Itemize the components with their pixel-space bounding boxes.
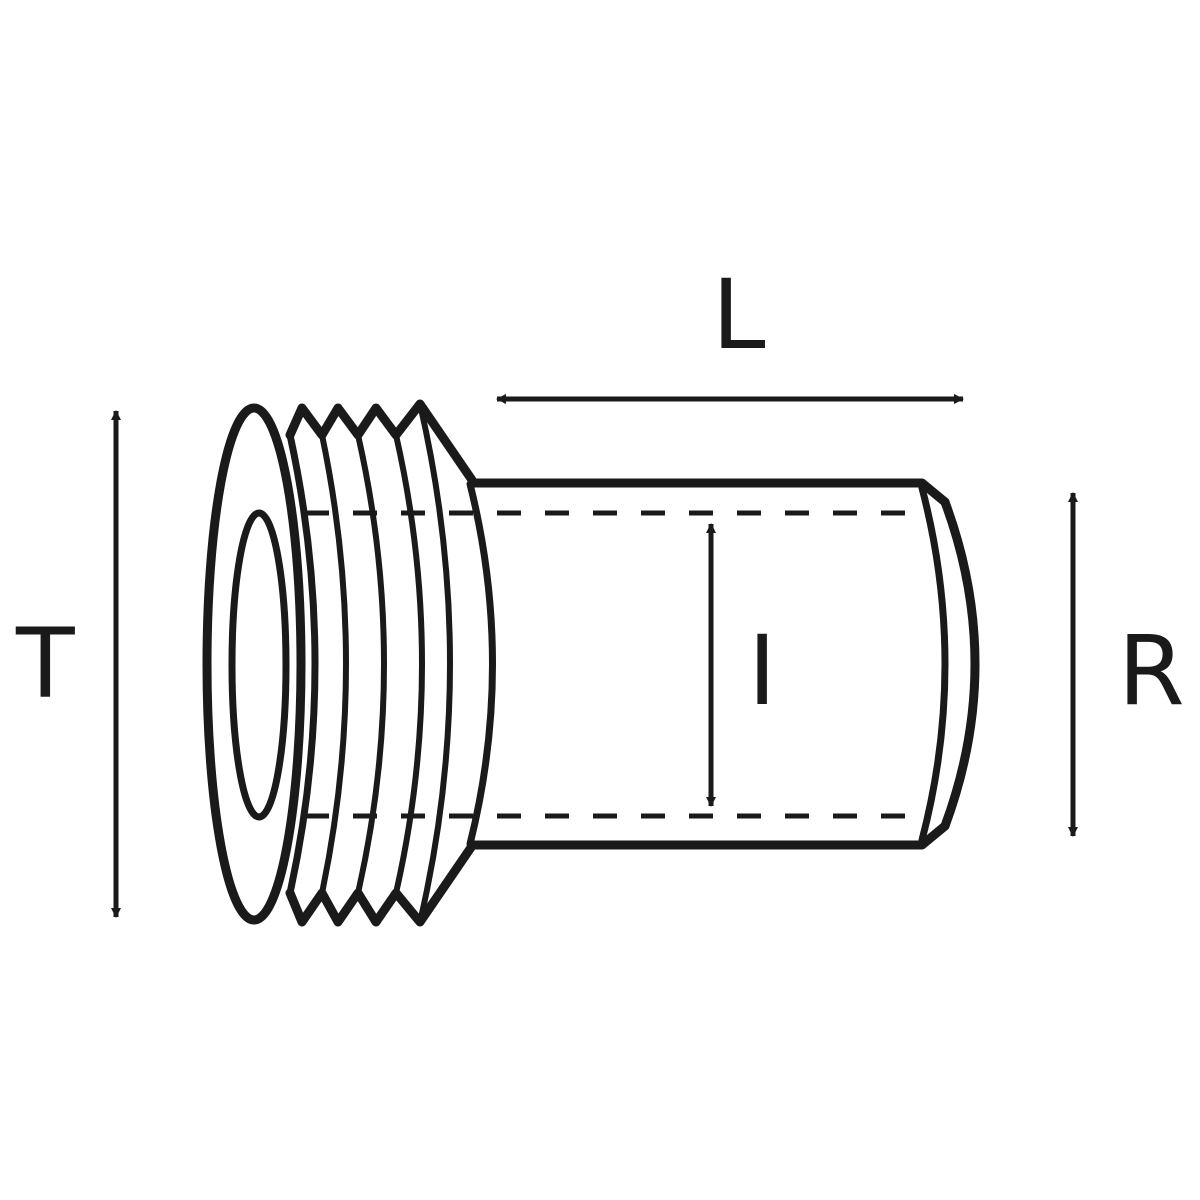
thread-crest-bottom <box>285 841 477 927</box>
thread-line-3 <box>355 432 387 896</box>
front-face-outer <box>202 403 306 925</box>
thread-line-5 <box>417 401 453 925</box>
thread-crest-top <box>285 399 477 485</box>
tail-end-inner <box>918 484 949 844</box>
tail-end-outer <box>940 497 980 831</box>
tail-bottom-edge <box>467 821 950 850</box>
shoulder-curve <box>466 480 496 848</box>
label-I: I <box>748 615 776 727</box>
thread-line-2 <box>319 432 349 896</box>
label-T: T <box>15 608 75 720</box>
label-R: R <box>1118 615 1185 727</box>
tail-top-edge <box>467 478 950 507</box>
label-L: L <box>712 259 765 371</box>
thread-line-1 <box>286 431 319 897</box>
front-face-bore <box>228 509 290 821</box>
thread-line-4 <box>393 432 425 896</box>
